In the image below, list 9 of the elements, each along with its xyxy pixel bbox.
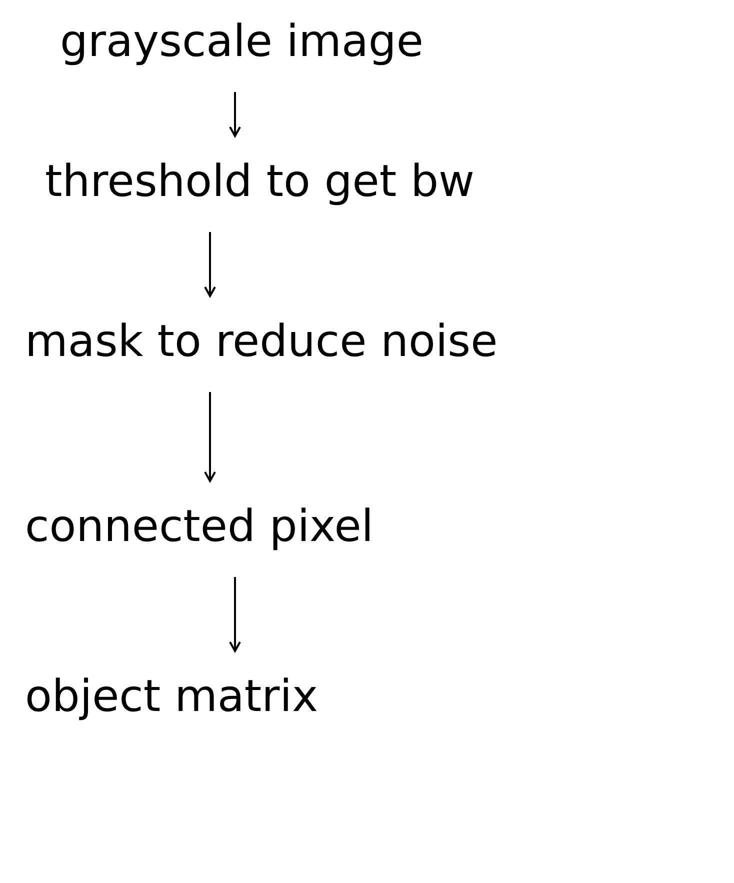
step-text: grayscale image [60, 15, 424, 69]
step-text: object matrix [25, 670, 318, 724]
arrow [204, 232, 216, 297]
step-text: threshold to get bw [45, 155, 475, 209]
arrow [229, 92, 241, 137]
arrow [229, 577, 241, 652]
step-text: connected pixel [25, 500, 374, 554]
step-text: mask to reduce noise [25, 315, 498, 369]
arrow [204, 392, 216, 482]
